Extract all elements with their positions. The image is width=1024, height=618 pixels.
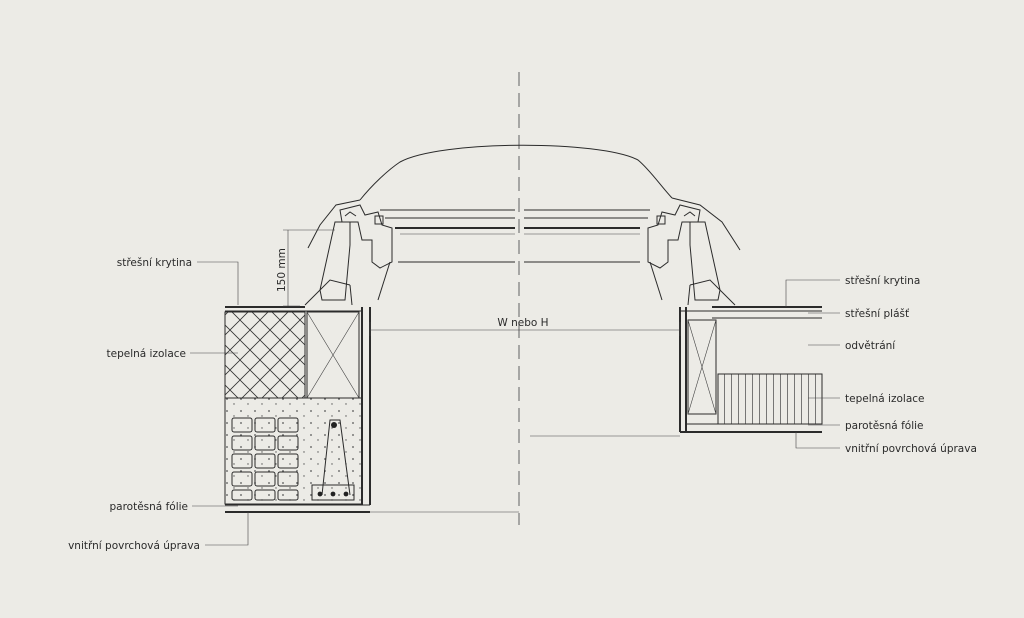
- left-frame-profile: [304, 204, 393, 306]
- dome-left-skirt: [307, 199, 361, 249]
- right-frame-profile: [647, 204, 736, 306]
- glazing-panes: [380, 209, 650, 263]
- label-right-roof-covering: střešní krytina: [845, 275, 920, 287]
- label-right-interior-finish: vnitřní povrchová úprava: [845, 443, 977, 455]
- left-leaders: [190, 261, 249, 546]
- left-wall-section: [224, 306, 519, 513]
- right-roof-section: [530, 306, 823, 437]
- label-right-thermal-insulation: tepelná izolace: [845, 393, 924, 405]
- right-timber-block: [687, 319, 717, 415]
- label-opening-width: W nebo H: [497, 317, 548, 329]
- label-upstand-height: 150 mm: [276, 248, 288, 292]
- right-insulation: [717, 373, 823, 425]
- left-concrete: [224, 397, 363, 505]
- opening-width-dimension: [369, 322, 681, 336]
- label-left-interior-finish: vnitřní povrchová úprava: [68, 540, 200, 552]
- label-right-vapor-barrier: parotěsná fólie: [845, 420, 924, 432]
- right-leaders: [785, 279, 840, 449]
- left-masonry-blocks: [231, 417, 299, 501]
- dome-right-skirt: [671, 197, 741, 251]
- label-left-roof-covering: střešní krytina: [117, 257, 192, 269]
- left-rebar-stirrup: [321, 419, 351, 496]
- label-left-vapor-barrier: parotěsná fólie: [110, 501, 189, 513]
- label-right-roof-deck: střešní plášť: [845, 308, 909, 320]
- dome-outline: [359, 144, 673, 201]
- label-right-ventilation: odvětrání: [845, 340, 896, 352]
- upstand-height-dimension: [283, 229, 335, 307]
- left-insulation: [224, 311, 306, 399]
- label-left-thermal-insulation: tepelná izolace: [107, 348, 186, 360]
